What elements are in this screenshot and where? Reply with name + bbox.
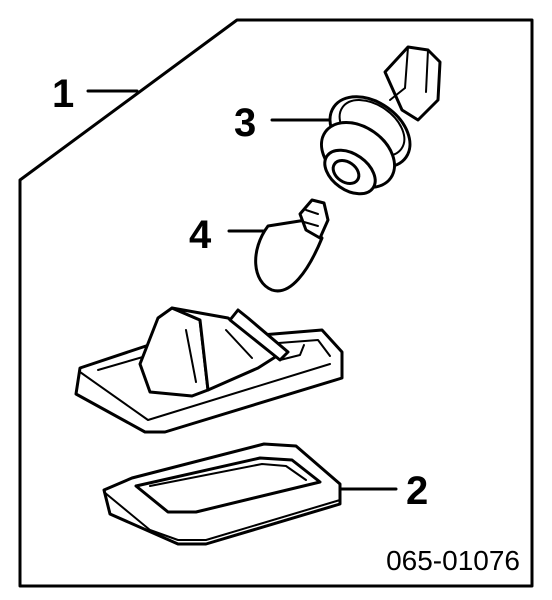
diagram-code: 065-01076 <box>386 545 520 576</box>
assembly-boundary <box>18 18 534 588</box>
bulb-socket <box>320 45 442 196</box>
callout-3-label: 3 <box>234 101 256 145</box>
callout-2-label: 2 <box>406 469 428 513</box>
wedge-bulb <box>254 198 330 293</box>
lamp-housing <box>74 306 344 434</box>
lens-cover <box>102 442 342 546</box>
callout-4-label: 4 <box>189 213 212 257</box>
callout-1-label: 1 <box>52 72 74 116</box>
